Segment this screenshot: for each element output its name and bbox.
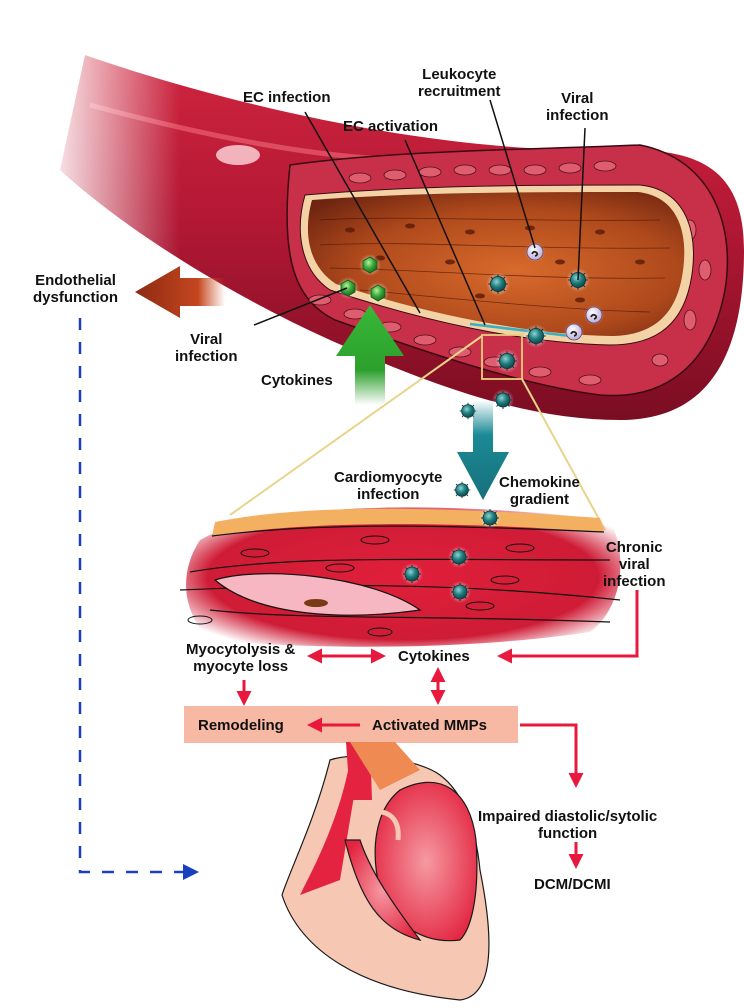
virus-icon [523, 323, 549, 349]
label-viral-infection-top: Viral infection [546, 90, 609, 124]
label-impaired-function: Impaired diastolic/sytolic function [478, 808, 657, 842]
virus-icon [491, 388, 515, 412]
virus-icon [358, 253, 382, 277]
heart-icon [281, 742, 490, 1001]
label-line: infection [175, 348, 238, 365]
label-cytokines-flow: Cytokines [398, 648, 470, 665]
label-endothelial-dysfunction: Endothelial dysfunction [33, 272, 118, 306]
label-line: infection [356, 486, 420, 503]
endothelial-dysfunction-arrow [135, 266, 225, 318]
virus-icon [478, 506, 502, 530]
label-line: Viral [561, 90, 594, 107]
label-line: Chemokine [499, 474, 580, 491]
label-activated-mmps: Activated MMPs [372, 717, 488, 734]
blood-vessel [40, 40, 744, 420]
arrow-mmps-impaired [520, 723, 584, 788]
label-chronic-viral-infection: Chronic viral infection [603, 539, 666, 590]
label-line: viral [618, 556, 650, 573]
label-chemokine-gradient: Chemokine gradient [499, 474, 580, 508]
label-dcm: DCM/DCMI [534, 876, 611, 893]
label-leukocyte-recruitment: Leukocyte recruitment [418, 66, 501, 100]
chemokine-gradient-arrow [457, 400, 509, 500]
label-ec-activation: EC activation [343, 118, 439, 135]
myocardium-tissue [179, 506, 621, 647]
leukocyte-icon [563, 321, 585, 343]
virus-icon [494, 348, 520, 374]
zoom-projection-lines [229, 335, 606, 531]
leukocyte-icon [583, 304, 605, 326]
label-ec-infection: EC infection [243, 89, 331, 106]
label-line: Chronic [605, 539, 663, 556]
virus-icon [448, 580, 472, 604]
dashed-blue-arrow [78, 318, 199, 880]
virus-icon [400, 562, 424, 586]
vessel-lumen [307, 192, 685, 336]
virus-icon [366, 281, 390, 305]
virus-icon [451, 479, 473, 501]
virus-icon [485, 271, 511, 297]
label-line: infection [546, 107, 609, 124]
label-line: infection [603, 573, 666, 590]
label-line: Endothelial [35, 272, 116, 289]
label-line: dysfunction [33, 289, 118, 306]
label-line: Viral [190, 331, 223, 348]
label-line: function [538, 825, 598, 842]
leader-lines [253, 99, 586, 326]
label-line: gradient [509, 491, 570, 508]
virus-icon [447, 545, 471, 569]
zoom-inset-box [481, 334, 523, 380]
label-viral-infection-left: Viral infection [175, 331, 238, 365]
cytokines-green-arrow [336, 305, 404, 405]
label-myocytolysis: Myocytolysis & myocyte loss [186, 641, 295, 675]
leukocyte-icon [524, 241, 546, 263]
label-cytokines-vessel: Cytokines [261, 372, 333, 389]
label-line: Leukocyte [422, 66, 497, 83]
label-line: Myocytolysis & [186, 641, 296, 658]
arrow-chronic-infection-cytokines [497, 590, 639, 664]
label-line: Cardiomyocyte [334, 469, 443, 486]
virus-icon [336, 276, 360, 300]
label-line: myocyte loss [193, 658, 289, 675]
label-line: recruitment [418, 83, 501, 100]
label-line: Impaired diastolic/sytolic [478, 808, 658, 825]
label-remodeling: Remodeling [198, 717, 284, 734]
label-cardiomyocyte-infection: Cardiomyocyte infection [334, 469, 442, 503]
flow-arrows [236, 590, 639, 706]
